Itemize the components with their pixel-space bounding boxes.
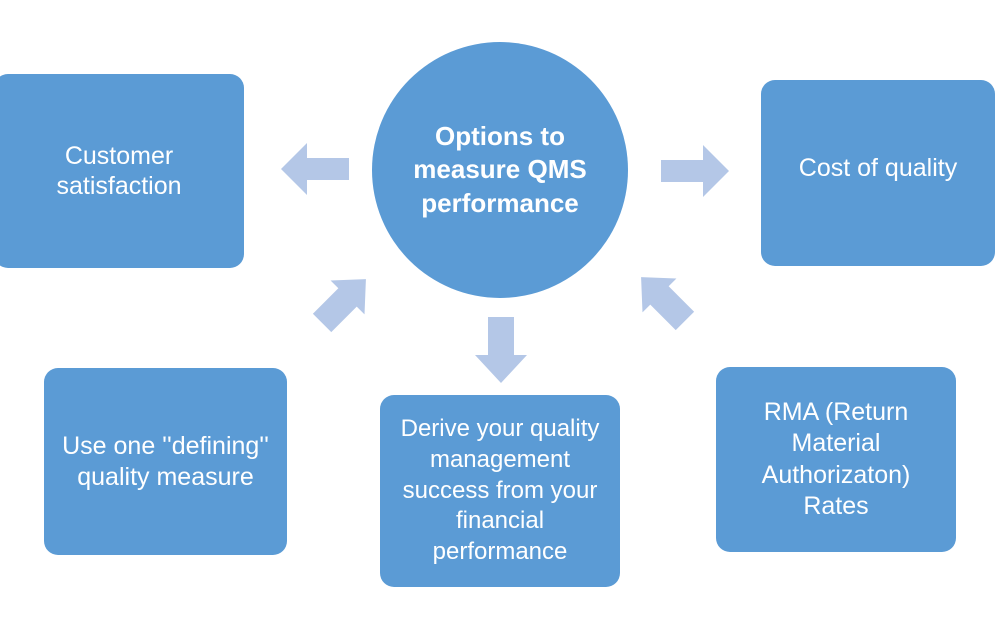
node-customer-satisfaction[interactable]: Customer satisfaction <box>0 74 244 268</box>
arrow-down-left-icon <box>312 270 376 333</box>
node-derive-quality-management-success-from-financial-performance[interactable]: Derive your quality management success f… <box>380 395 620 587</box>
arrow-down-icon <box>474 317 528 383</box>
arrow-left-icon <box>281 141 349 197</box>
node-cost-of-quality[interactable]: Cost of quality <box>761 80 995 266</box>
arrow-down-right-icon <box>631 268 695 331</box>
arrow-right-icon <box>661 144 729 198</box>
node-rma-return-material-authorizaton-rates[interactable]: RMA (Return Material Authorizaton) Rates <box>716 367 956 552</box>
node-use-one-defining-quality-measure[interactable]: Use one ''defining'' quality measure <box>44 368 287 555</box>
center-node-options-to-measure-qms-performance[interactable]: Options to measure QMS performance <box>372 42 628 298</box>
